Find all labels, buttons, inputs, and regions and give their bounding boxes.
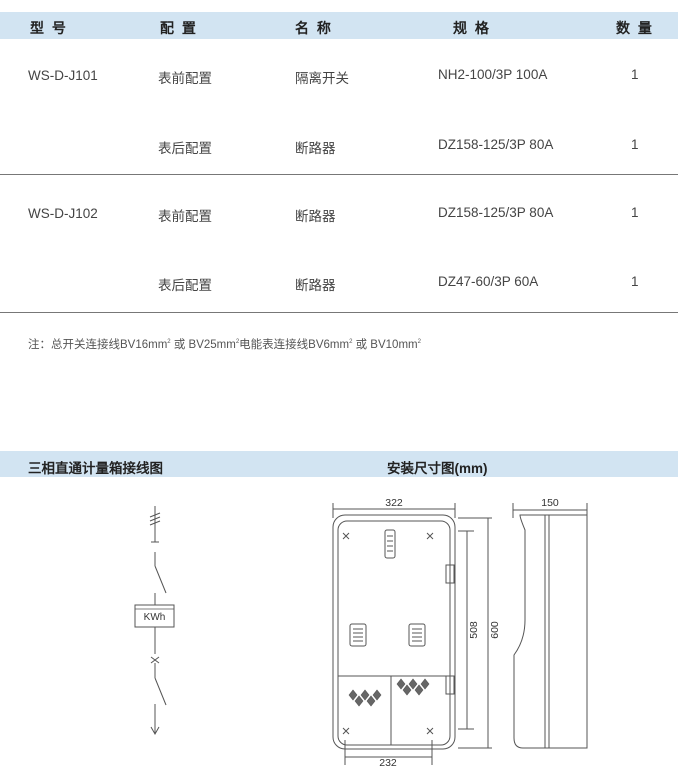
- cell-spec: DZ158-125/3P 80A: [438, 205, 554, 220]
- cell-model: WS-D-J101: [28, 68, 98, 83]
- row-divider: [0, 174, 678, 175]
- header-config: 配 置: [160, 20, 198, 36]
- dim-depth: 150: [541, 497, 559, 509]
- dim-height-total: 600: [489, 621, 501, 639]
- dim-width-bottom: 232: [379, 757, 397, 769]
- wiring-diagram-title: 三相直通计量箱接线图: [28, 461, 163, 476]
- cell-name: 断路器: [295, 209, 336, 224]
- cell-qty: 1: [631, 137, 639, 152]
- dim-width-top: 322: [385, 497, 403, 509]
- cell-spec: NH2-100/3P 100A: [438, 67, 548, 82]
- cell-name: 断路器: [295, 278, 336, 293]
- kwh-meter-label: KWh: [144, 612, 166, 623]
- header-qty: 数 量: [616, 20, 654, 36]
- header-spec: 规 格: [453, 20, 491, 36]
- cell-qty: 1: [631, 274, 639, 289]
- cell-spec: DZ158-125/3P 80A: [438, 137, 554, 152]
- cell-name: 断路器: [295, 141, 336, 156]
- cell-config: 表后配置: [158, 141, 212, 156]
- table-header-band: [0, 12, 678, 39]
- cell-config: 表前配置: [158, 71, 212, 86]
- wiring-note: 注：总开关连接线BV16mm2 或 BV25mm2电能表连接线BV6mm2 或 …: [28, 339, 421, 351]
- table-bottom-rule: [0, 312, 678, 313]
- header-name: 名 称: [295, 20, 333, 36]
- cell-config: 表前配置: [158, 209, 212, 224]
- cell-qty: 1: [631, 205, 639, 220]
- cell-name: 隔离开关: [295, 71, 349, 86]
- diagram-header-band: [0, 451, 678, 477]
- cell-model: WS-D-J102: [28, 206, 98, 221]
- header-model: 型 号: [30, 20, 68, 36]
- cell-qty: 1: [631, 67, 639, 82]
- dimension-diagram-title: 安装尺寸图(mm): [387, 461, 488, 476]
- dim-height-inner: 508: [468, 621, 480, 639]
- cell-spec: DZ47-60/3P 60A: [438, 274, 539, 289]
- cell-config: 表后配置: [158, 278, 212, 293]
